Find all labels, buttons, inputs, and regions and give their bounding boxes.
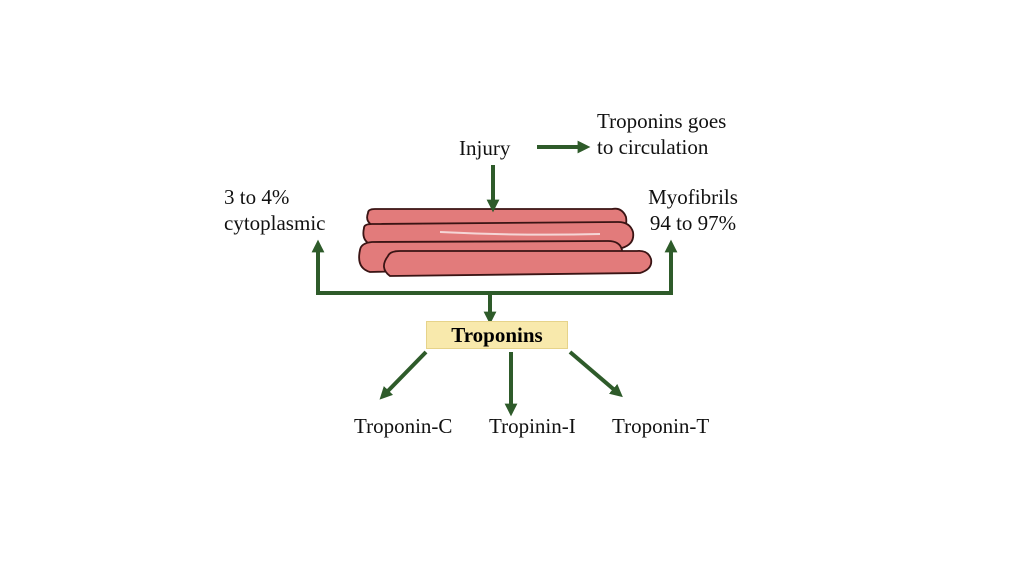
arrows <box>311 140 678 417</box>
circulation-label: Troponins goes to circulation <box>597 108 726 160</box>
arrow-to-troponin-c <box>379 350 428 400</box>
myofibrils-line-1: Myofibrils <box>648 185 738 209</box>
circulation-line-2: to circulation <box>597 135 709 159</box>
cytoplasmic-line-2: cytoplasmic <box>224 211 326 235</box>
myofibrils-label: Myofibrils 94 to 97% <box>628 184 758 236</box>
muscle-fiber-4 <box>383 250 653 277</box>
cytoplasmic-label: 3 to 4% cytoplasmic <box>224 184 325 236</box>
connector-bracket <box>316 258 673 295</box>
muscle-fiber-highlight <box>439 231 601 236</box>
arrow-to-troponin-t <box>568 350 623 398</box>
troponins-highlight-box: Troponins <box>426 321 568 349</box>
circulation-line-1: Troponins goes <box>597 109 727 133</box>
myofibrils-line-2: 94 to 97% <box>649 211 737 235</box>
cytoplasmic-line-1: 3 to 4% <box>224 185 290 209</box>
troponin-t-label: Troponin-T <box>612 414 710 438</box>
troponin-c-label: Troponin-C <box>354 414 453 438</box>
injury-label: Injury <box>459 136 511 160</box>
muscle-fiber-bundle-icon <box>358 207 653 277</box>
troponin-i-label: Tropinin-I <box>489 414 576 438</box>
troponins-label: Troponins <box>451 323 543 347</box>
